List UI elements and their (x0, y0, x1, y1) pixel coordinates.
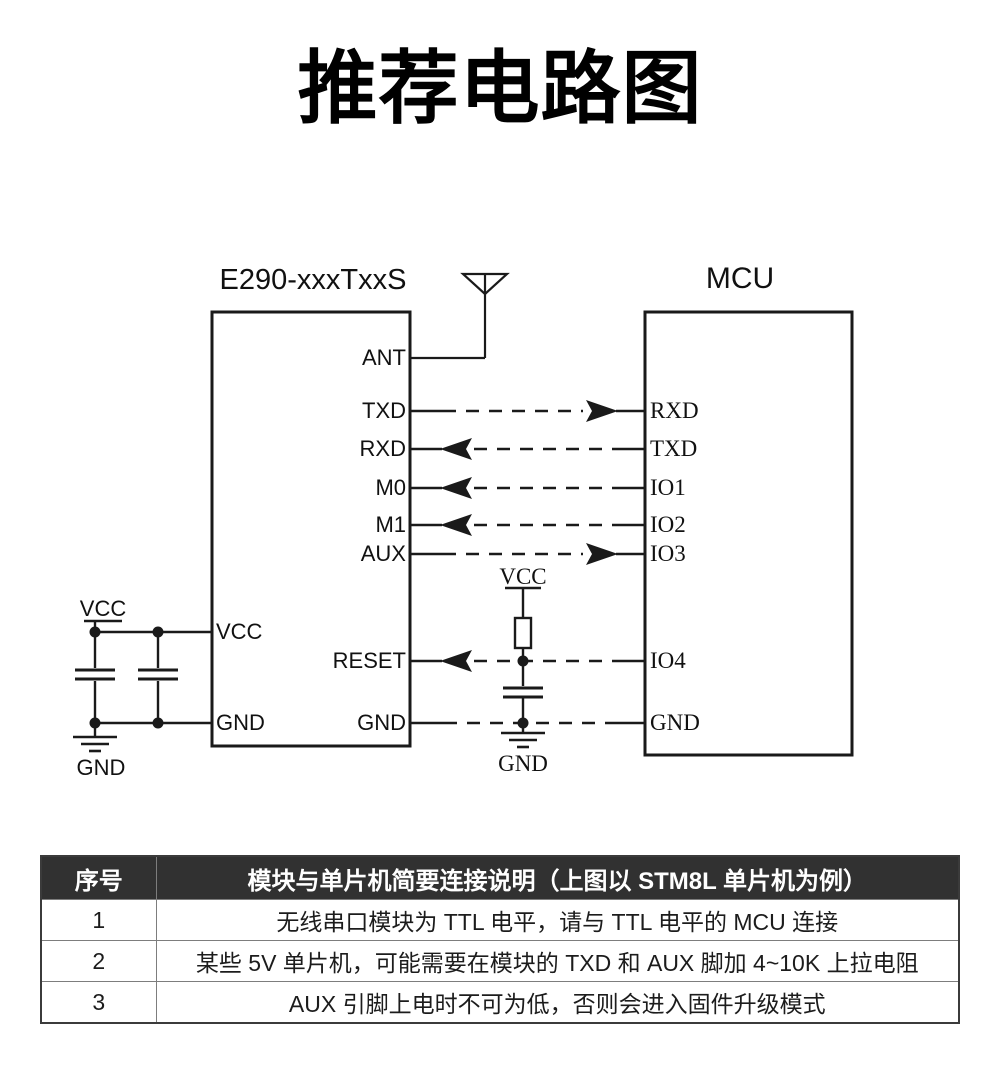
pin-label-mcu-txd: TXD (650, 436, 698, 461)
wire-reset-io4 (410, 650, 645, 672)
ground-icon (501, 731, 545, 749)
circuit-diagram (73, 272, 854, 757)
gnd-rail-left (89, 681, 212, 736)
row-number: 1 (40, 899, 157, 941)
arrow-left-icon (440, 438, 472, 460)
pin-label-m1: M1 (375, 512, 406, 537)
pin-label-vcc-module: VCC (216, 619, 263, 644)
mcu-title: MCU (705, 262, 775, 295)
table-row: 3 AUX 引脚上电时不可为低，否则会进入固件升级模式 (40, 981, 960, 1024)
pin-label-mcu-io2: IO2 (650, 512, 686, 537)
wire-m1-io2 (410, 514, 645, 536)
page-title: 推荐电路图 (297, 44, 703, 133)
resistor-symbol (513, 616, 533, 650)
pin-label-txd: TXD (362, 398, 406, 423)
arrow-left-icon (440, 477, 472, 499)
module-box (210, 310, 412, 748)
row-number: 2 (40, 940, 157, 982)
pin-label-rxd: RXD (359, 436, 406, 461)
arrow-right-icon (586, 543, 618, 565)
pullup-branch (501, 586, 545, 749)
mcu-box (643, 310, 854, 757)
row-text: AUX 引脚上电时不可为低，否则会进入固件升级模式 (155, 981, 960, 1024)
wire-rxd-txd (410, 438, 645, 460)
pin-label-m0: M0 (375, 475, 406, 500)
table-header-description: 模块与单片机简要连接说明（上图以 STM8L 单片机为例） (155, 855, 960, 900)
pin-label-mcu-io4: IO4 (650, 648, 686, 673)
gnd-rail-label: GND (76, 755, 126, 780)
arrow-left-icon (440, 650, 472, 672)
wire-m0-io1 (410, 477, 645, 499)
notes-table: 序号 模块与单片机简要连接说明（上图以 STM8L 单片机为例） 1 无线串口模… (40, 855, 960, 1024)
antenna-icon (410, 272, 510, 360)
pin-label-mcu-rxd: RXD (650, 398, 699, 423)
pin-label-mcu-gnd: GND (650, 710, 700, 735)
pin-label-mcu-io3: IO3 (650, 541, 686, 566)
vcc-pullup-label: VCC (499, 564, 547, 589)
pin-label-aux: AUX (360, 541, 406, 566)
row-text: 某些 5V 单片机，可能需要在模块的 TXD 和 AUX 脚加 4~10K 上拉… (155, 940, 960, 982)
gnd-pullup-label: GND (498, 751, 548, 776)
ground-icon (73, 735, 117, 753)
table-row: 2 某些 5V 单片机，可能需要在模块的 TXD 和 AUX 脚加 4~10K … (40, 940, 960, 982)
pin-label-gnd-module-left: GND (216, 710, 265, 735)
arrow-left-icon (440, 514, 472, 536)
row-text: 无线串口模块为 TTL 电平，请与 TTL 电平的 MCU 连接 (155, 899, 960, 941)
pin-label-ant: ANT (362, 345, 406, 370)
pin-label-gnd-module: GND (357, 710, 406, 735)
table-header-index: 序号 (40, 855, 157, 900)
pin-label-reset: RESET (332, 648, 406, 673)
capacitor-symbol (503, 686, 543, 699)
arrow-right-icon (586, 400, 618, 422)
table-header-row: 序号 模块与单片机简要连接说明（上图以 STM8L 单片机为例） (40, 855, 960, 900)
wire-txd-rxd (410, 400, 645, 422)
wire-aux-io3 (410, 543, 645, 565)
table-row: 1 无线串口模块为 TTL 电平，请与 TTL 电平的 MCU 连接 (40, 899, 960, 941)
vcc-rail-left (84, 619, 212, 668)
pin-label-mcu-io1: IO1 (650, 475, 686, 500)
vcc-rail-label: VCC (79, 596, 127, 621)
capacitor-symbol (138, 632, 178, 723)
capacitor-symbol (75, 668, 115, 681)
module-title: E290-xxxTxxS (219, 264, 407, 296)
row-number: 3 (40, 981, 157, 1024)
